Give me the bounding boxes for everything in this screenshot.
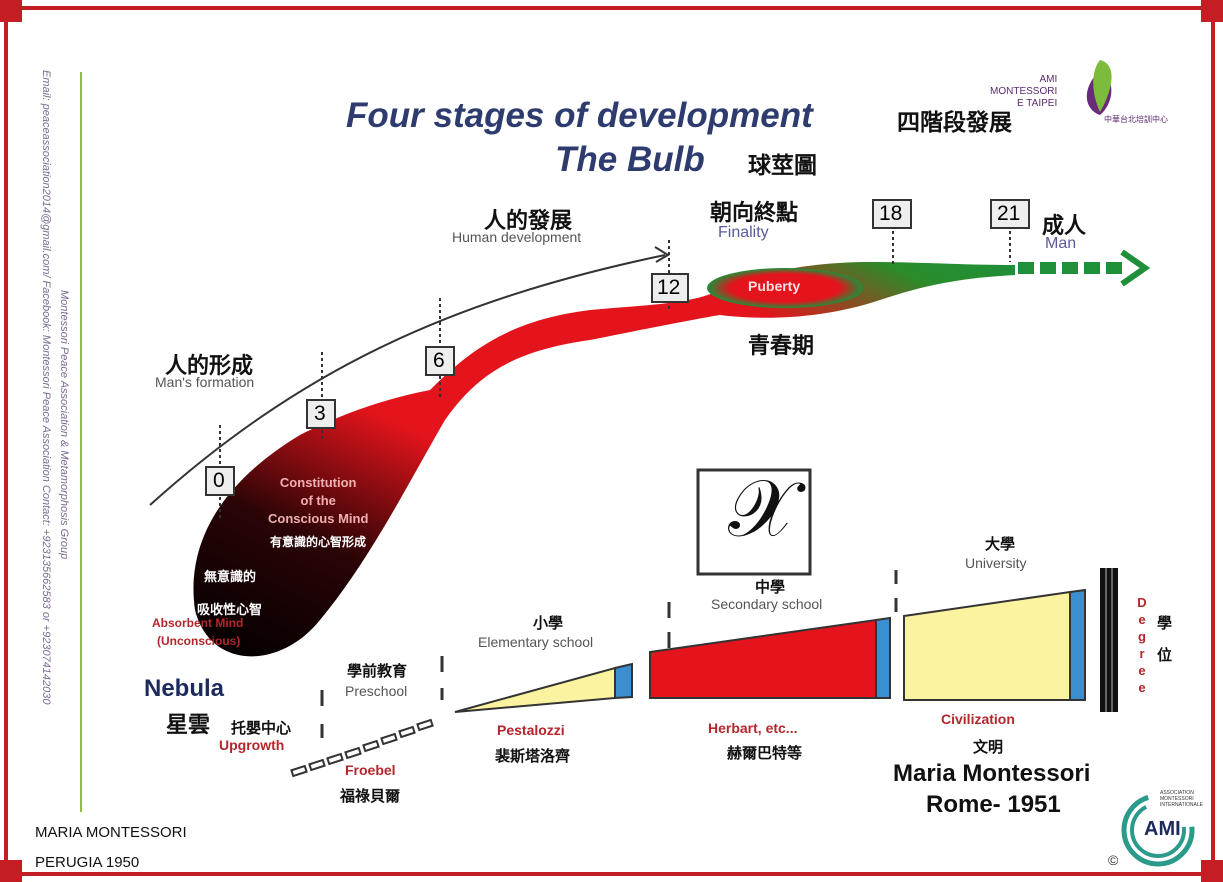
civilization-en: Civilization (941, 711, 1015, 727)
frame-corner-top-right (1201, 0, 1223, 22)
froebel-en: Froebel (345, 762, 396, 778)
main-title-zh: 四階段發展 (897, 109, 1012, 135)
subtitle-zh: 球莖圖 (748, 152, 817, 178)
finality-zh: 朝向終點 (710, 200, 799, 225)
main-title: Four stages of development (346, 96, 813, 135)
human-development-zh: 人的發展 (484, 208, 573, 233)
arrow-head (654, 246, 670, 263)
herbart-en: Herbart, etc... (708, 720, 798, 736)
nebula-zh: 星雲 (166, 712, 211, 737)
preschool-en: Preschool (345, 683, 408, 699)
author-name: Maria Montessori (893, 760, 1091, 787)
ami-bottom-logo-mark: AMI (1144, 818, 1181, 840)
page-frame (4, 6, 1215, 876)
human-development-en: Human development (452, 229, 582, 245)
elementary-wedge-tip (614, 662, 633, 700)
degree-bar (1100, 568, 1118, 712)
author-place-year: Rome- 1951 (926, 791, 1061, 818)
stem-dash (1084, 262, 1100, 274)
stem-dash (1106, 262, 1122, 274)
nebula-en: Nebula (144, 675, 225, 702)
x-symbol-box (696, 468, 812, 576)
conscious-mind-zh: 有意識的心智形成 (270, 535, 367, 549)
frame-corner-bottom-left (0, 860, 22, 882)
adult-en: Man (1045, 235, 1077, 252)
degree-zh-2: 位 (1157, 647, 1173, 664)
finality-en: Finality (718, 224, 769, 241)
x-symbol: 𝒳 (728, 462, 797, 555)
pestalozzi-zh: 裴斯塔洛齊 (495, 748, 571, 765)
leaf-logo-icon-2 (1093, 60, 1112, 112)
puberty-en: Puberty (748, 278, 801, 294)
formation-zh: 人的形成 (165, 353, 254, 378)
preschool-zh: 學前教育 (347, 663, 408, 680)
degree-zh-1: 學 (1157, 615, 1173, 632)
age-box (425, 346, 455, 376)
university-zh: 大學 (985, 536, 1016, 553)
froebel-zh: 福祿貝爾 (340, 788, 401, 805)
puberty-zh: 青春期 (748, 333, 815, 358)
footer-line-1: MARIA MONTESSORI (35, 824, 187, 841)
ami-bottom-logo-small: ASSOCIATION MONTESSORI INTERNATIONALE (1160, 790, 1203, 808)
ami-taipei-logo-text: AMI MONTESSORI E TAIPEI (990, 74, 1058, 109)
absorbent-mind-zh-1: 無意識的 (204, 569, 257, 584)
civilization-zh: 文明 (973, 739, 1004, 756)
puberty-ellipse (707, 268, 863, 308)
absorbent-mind-en-1: Absorbent Mind (152, 616, 244, 630)
stem-dash (1062, 262, 1078, 274)
pestalozzi-en: Pestalozzi (497, 722, 565, 738)
elementary-en: Elementary school (478, 634, 594, 650)
secondary-wedge (649, 618, 877, 699)
age-label-21: 21 (997, 202, 1021, 225)
secondary-zh: 中學 (755, 579, 786, 596)
stem-dash (1040, 262, 1056, 274)
elementary-zh: 小學 (533, 615, 564, 632)
age-box (651, 273, 689, 303)
frame-corner-top-left (0, 0, 22, 22)
age-label-6: 6 (433, 349, 445, 372)
preschool-chain (290, 718, 434, 778)
age-box (990, 199, 1030, 229)
secondary-en: Secondary school (711, 596, 823, 612)
degree-bar-line (1105, 568, 1107, 712)
age-box (205, 466, 235, 496)
bulb-shape (193, 262, 1016, 657)
age-box (872, 199, 912, 229)
development-arrow (149, 254, 666, 506)
adult-zh: 成人 (1042, 213, 1087, 238)
elementary-wedge (454, 666, 616, 713)
ami-logo-ring (1130, 802, 1186, 858)
upgrowth-zh: 托嬰中心 (231, 720, 292, 737)
ami-logo-ring (1121, 793, 1195, 867)
formation-en: Man's formation (155, 374, 255, 390)
herbart-zh: 赫爾巴特等 (727, 745, 803, 762)
absorbent-mind-zh-2: 吸收性心智 (197, 602, 263, 617)
copyright-mark: © (1108, 852, 1119, 868)
degree-en: Degree (1137, 595, 1147, 695)
conscious-mind-en: Constitution of the Conscious Mind (268, 475, 369, 526)
stem-dash (1018, 262, 1034, 274)
subtitle: The Bulb (555, 140, 705, 179)
university-wedge (903, 590, 1071, 701)
ami-taipei-logo-zh: 中華台北培訓中心 (1104, 115, 1168, 124)
green-divider (80, 72, 82, 812)
age-label-12: 12 (657, 276, 681, 299)
age-label-0: 0 (213, 469, 225, 492)
secondary-wedge-tip (875, 616, 891, 699)
age-label-18: 18 (879, 202, 903, 225)
stem-arrow-head (1120, 249, 1151, 287)
upgrowth-en: Upgrowth (219, 737, 285, 753)
age-box (306, 399, 336, 429)
footer-line-2: PERUGIA 1950 (35, 854, 140, 871)
frame-corner-bottom-right (1201, 860, 1223, 882)
age-label-3: 3 (314, 402, 326, 425)
degree-bar-line (1111, 568, 1113, 712)
university-en: University (965, 555, 1027, 571)
absorbent-mind-en-2: (Unconscious) (157, 634, 241, 648)
university-wedge-tip (1069, 588, 1086, 701)
